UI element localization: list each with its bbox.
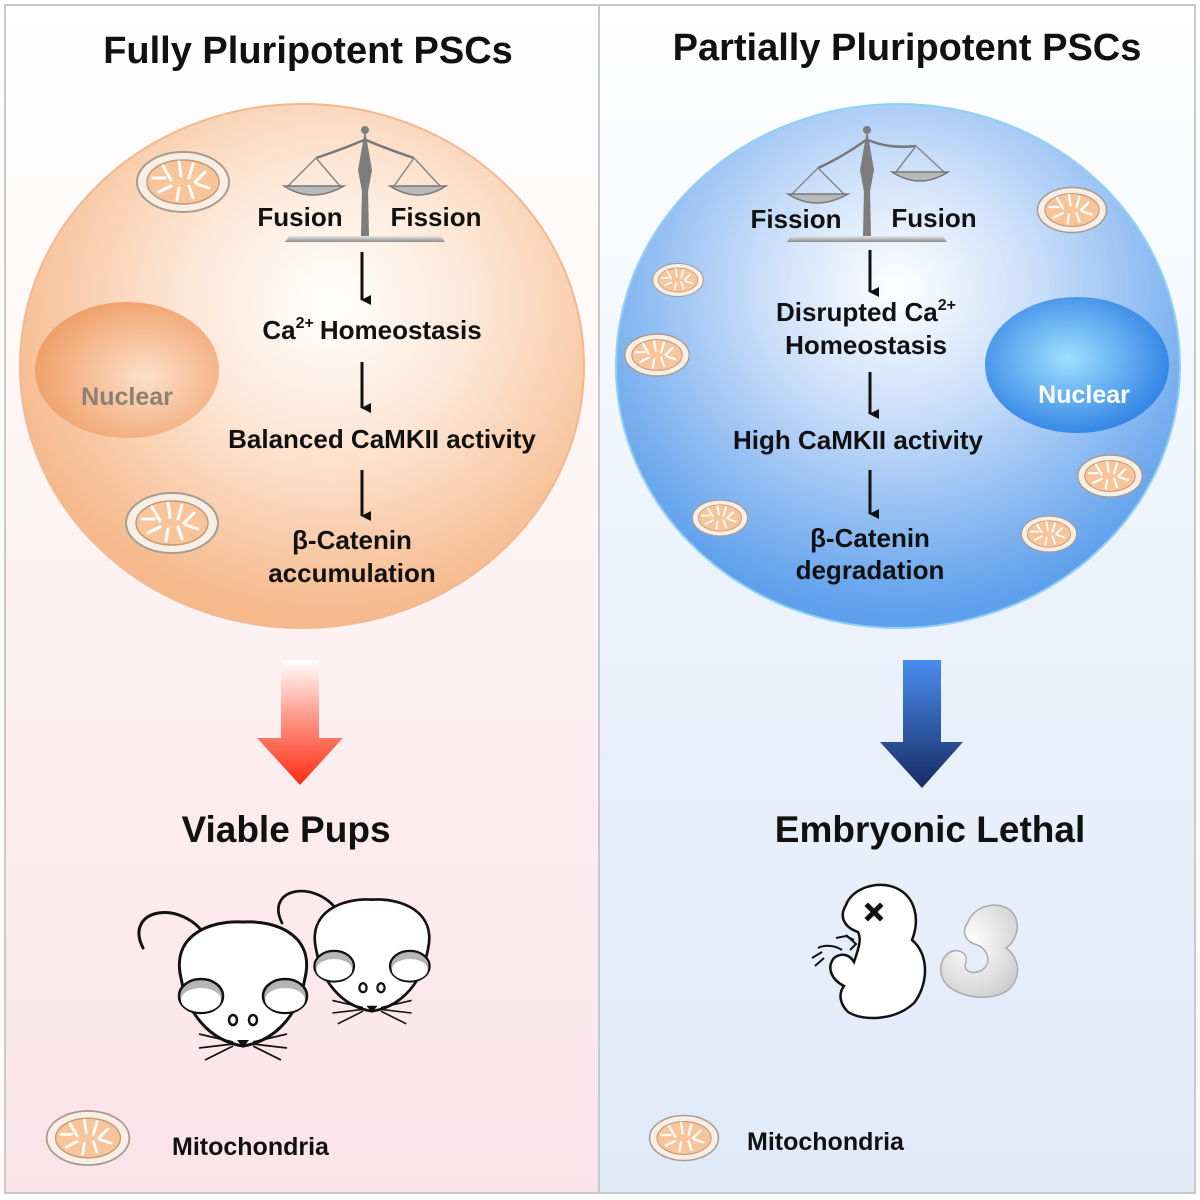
left-step3-line2: accumulation [268, 558, 436, 588]
left-legend-mitochondrion-icon [45, 1109, 131, 1167]
right-cell [615, 103, 1181, 629]
right-step3-line2: degradation [796, 555, 945, 585]
left-step1-label: Ca2+Homeostasis [262, 315, 481, 345]
left-panel-title: Fully Pluripotent PSCs [103, 30, 513, 72]
right-step1-line2: Homeostasis [785, 330, 947, 360]
right-outcome-arrow [880, 660, 963, 788]
left-outcome-arrow [257, 660, 343, 785]
right-step1-line1: Disrupted Ca2+ [776, 297, 956, 327]
left-scale-label-left: Fusion [257, 202, 342, 232]
right-legend-mitochondrion-icon [648, 1114, 720, 1162]
right-nucleus [985, 297, 1169, 433]
embryo-icon-1 [811, 883, 927, 1020]
left-scale-label-right: Fission [390, 202, 481, 232]
left-scale-beam-left [315, 138, 365, 160]
right-mitochondrion-2 [651, 262, 705, 298]
left-scale-beam-right [365, 138, 415, 160]
left-mitochondrion-2 [124, 491, 220, 555]
right-scale-pan-right [889, 171, 951, 182]
left-scale-pan-right [387, 185, 449, 196]
right-panel-title: Partially Pluripotent PSCs [673, 27, 1142, 69]
right-mitochondrion-1 [1036, 186, 1108, 234]
left-nucleus-label: Nuclear [81, 383, 173, 411]
left-outcome-label: Viable Pups [181, 809, 390, 850]
right-scale-label-left: Fission [750, 204, 841, 234]
right-scale-beam-left [817, 138, 867, 170]
left-step3-line1: β-Catenin [292, 525, 412, 555]
left-mitochondrion-1 [135, 150, 231, 214]
embryo-icon-2 [940, 904, 1019, 998]
right-step2-label: High CaMKII activity [733, 425, 983, 455]
right-nucleus-label: Nuclear [1038, 381, 1130, 409]
right-step3-line1: β-Catenin [810, 523, 930, 553]
right-mitochondrion-3 [623, 332, 691, 378]
right-scale-beam-right [867, 138, 917, 148]
left-scale-pan-left [281, 185, 347, 196]
right-scale-label-right: Fusion [891, 203, 976, 233]
right-mitochondrion-4 [1076, 453, 1144, 499]
right-scale-pan-left [785, 193, 851, 204]
mouse-icon-1 [137, 911, 309, 1062]
left-step2-label: Balanced CaMKII activity [228, 424, 536, 454]
right-mitochondrion-5 [691, 499, 749, 537]
left-legend-label: Mitochondria [172, 1133, 330, 1161]
right-legend-label: Mitochondria [747, 1128, 905, 1156]
left-nucleus [35, 302, 219, 438]
right-outcome-label: Embryonic Lethal [775, 809, 1085, 850]
right-mitochondrion-6 [1020, 515, 1078, 553]
